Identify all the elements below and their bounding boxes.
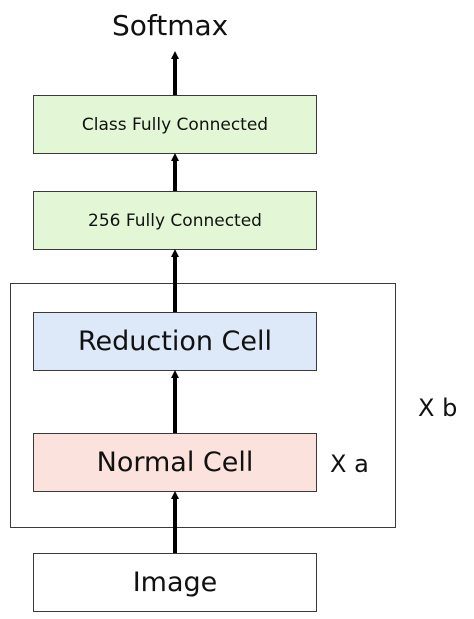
repeated-block-frame: [10, 283, 396, 528]
image-input-box: Image: [33, 553, 317, 612]
reduction-cell-box: Reduction Cell: [33, 312, 317, 371]
normal-cell-box: Normal Cell: [33, 433, 317, 492]
image-input-label: Image: [132, 567, 218, 598]
reduction-cell-label: Reduction Cell: [77, 326, 273, 357]
class-fully-connected-label: Class Fully Connected: [81, 114, 269, 135]
fc256-label: 256 Fully Connected: [88, 210, 262, 231]
softmax-label: Softmax: [112, 9, 229, 42]
class-fully-connected-box: Class Fully Connected: [33, 95, 317, 154]
normal-cell-label: Normal Cell: [96, 447, 254, 478]
normal-cell-repeat-label: X a: [330, 450, 369, 478]
block-repeat-label: X b: [418, 394, 458, 422]
